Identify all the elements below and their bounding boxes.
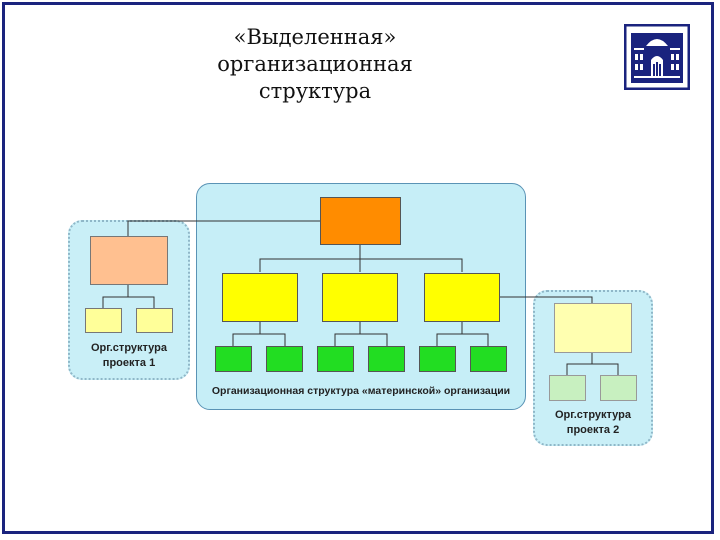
project-1-caption: Орг.структура проекта 1: [70, 341, 188, 371]
slide-frame: [2, 2, 714, 534]
division-box-1: [222, 273, 298, 322]
title-line-1: «Выделенная»: [233, 25, 397, 49]
project-2-caption-line-2: проекта 2: [566, 424, 620, 436]
project-1-unit-box-1: [85, 308, 122, 333]
unit-box-2: [266, 346, 303, 372]
project-1-caption-line-2: проекта 1: [102, 357, 156, 369]
division-box-3: [424, 273, 500, 322]
project-2-unit-box-2: [600, 375, 637, 401]
unit-box-3: [317, 346, 354, 372]
unit-box-6: [470, 346, 507, 372]
title-line-3: структура: [258, 79, 372, 103]
top-management-box: [320, 197, 401, 245]
project-1-caption-line-1: Орг.структура: [91, 342, 167, 354]
parent-organization-caption: Организационная структура «материнской» …: [211, 385, 511, 397]
title-line-2: организационная: [217, 52, 413, 76]
unit-box-4: [368, 346, 405, 372]
slide-title: «Выделенная» организационная структура: [160, 24, 470, 108]
project-1-head-box: [90, 236, 168, 285]
unit-box-5: [419, 346, 456, 372]
project-2-caption: Орг.структура проекта 2: [535, 408, 651, 438]
project-2-head-box: [554, 303, 632, 353]
project-2-unit-box-1: [549, 375, 586, 401]
project-2-caption-line-1: Орг.структура: [555, 409, 631, 421]
project-1-unit-box-2: [136, 308, 173, 333]
unit-box-1: [215, 346, 252, 372]
division-box-2: [322, 273, 398, 322]
university-building-icon: [624, 24, 690, 90]
